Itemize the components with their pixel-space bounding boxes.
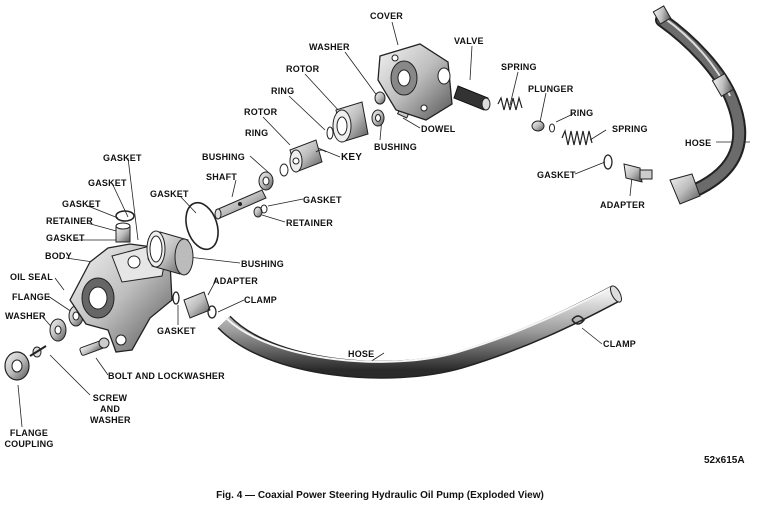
label-ring-1: RING — [271, 86, 295, 96]
label-clamp-2: CLAMP — [603, 339, 636, 349]
washer-part — [29, 345, 47, 358]
hose-right-part — [652, 5, 747, 205]
label-flange-coupling-1: FLANGE — [9, 428, 49, 438]
label-body: BODY — [45, 251, 72, 261]
ring-part-key — [315, 149, 327, 153]
label-bushing-2: BUSHING — [202, 152, 245, 162]
label-rotor-2: ROTOR — [244, 107, 278, 117]
leader-lines — [17, 21, 750, 428]
flange-coupling-part — [4, 351, 30, 381]
label-washer-bottom: WASHER — [5, 311, 46, 321]
flange-part — [49, 318, 67, 342]
spring-part-1 — [497, 95, 523, 111]
label-adapter-1: ADAPTER — [600, 200, 645, 210]
label-washer-top: WASHER — [309, 42, 350, 52]
large-gasket-ring — [185, 201, 219, 251]
label-screw: SCREW — [92, 393, 128, 403]
pump-body-part — [69, 222, 173, 353]
figure-caption: Fig. 4 — Coaxial Power Steering Hydrauli… — [216, 490, 544, 501]
label-ring-3: RING — [245, 128, 269, 138]
label-hose-top: HOSE — [685, 138, 712, 148]
label-rotor-1: ROTOR — [286, 64, 320, 74]
label-flange: FLANGE — [12, 292, 51, 302]
bushing-part-top — [371, 91, 386, 127]
adapter-part-lower — [183, 291, 217, 319]
label-plunger: PLUNGER — [528, 84, 574, 94]
cover-part — [377, 43, 453, 121]
rotor-inner-part — [289, 139, 323, 173]
label-adapter-1-area: GASKET — [150, 189, 189, 199]
label-gasket-5: GASKET — [303, 195, 342, 205]
label-ring-2: RING — [570, 108, 594, 118]
plunger-part — [531, 120, 555, 133]
label-washer-screw: WASHER — [90, 415, 131, 425]
gasket-ring-lower — [172, 291, 180, 305]
label-bolt-and-lockwasher: BOLT AND LOCKWASHER — [108, 371, 225, 381]
hose-bottom-part — [217, 285, 623, 379]
gasket-ring-top — [115, 210, 135, 222]
bolt-part — [79, 337, 110, 356]
label-hose-bottom: HOSE — [348, 349, 375, 359]
label-shaft: SHAFT — [206, 172, 237, 182]
label-gasket-lower: GASKET — [157, 326, 196, 336]
adapter-part-right — [623, 163, 653, 183]
label-adapter-2: ADAPTER — [213, 276, 258, 286]
label-key: KEY — [341, 152, 363, 163]
label-gasket-3: GASKET — [88, 178, 127, 188]
ring-part-rotor — [326, 126, 334, 140]
valve-part — [453, 85, 491, 111]
label-valve: VALVE — [454, 36, 484, 46]
bushing-part-2 — [258, 163, 289, 191]
label-bushing-1: BUSHING — [374, 142, 417, 152]
label-retainer-2: RETAINER — [286, 218, 333, 228]
label-cover: COVER — [370, 11, 404, 21]
label-spring-2: SPRING — [612, 124, 648, 134]
label-gasket-6: GASKET — [62, 199, 101, 209]
label-bushing-3: BUSHING — [241, 259, 284, 269]
label-dowel: DOWEL — [421, 124, 456, 134]
large-bushing-part — [146, 230, 194, 276]
spring-part-2 — [561, 129, 593, 146]
label-spring-1: SPRING — [501, 62, 537, 72]
label-clamp-1: CLAMP — [244, 295, 277, 305]
label-gasket-2: GASKET — [537, 170, 576, 180]
label-gasket-1: GASKET — [103, 153, 142, 163]
label-gasket-7-left: GASKET — [46, 233, 85, 243]
label-flange-coupling-2: COUPLING — [4, 439, 54, 449]
label-oil-seal: OIL SEAL — [10, 272, 53, 282]
gasket-ring-right — [603, 154, 613, 170]
shaft-part — [214, 189, 267, 220]
label-retainer-1: RETAINER — [46, 216, 93, 226]
label-and: AND — [99, 404, 121, 414]
figure-number: 52x615A — [704, 455, 745, 466]
rotor-outer-part — [332, 101, 369, 143]
retainer-small — [253, 204, 268, 218]
